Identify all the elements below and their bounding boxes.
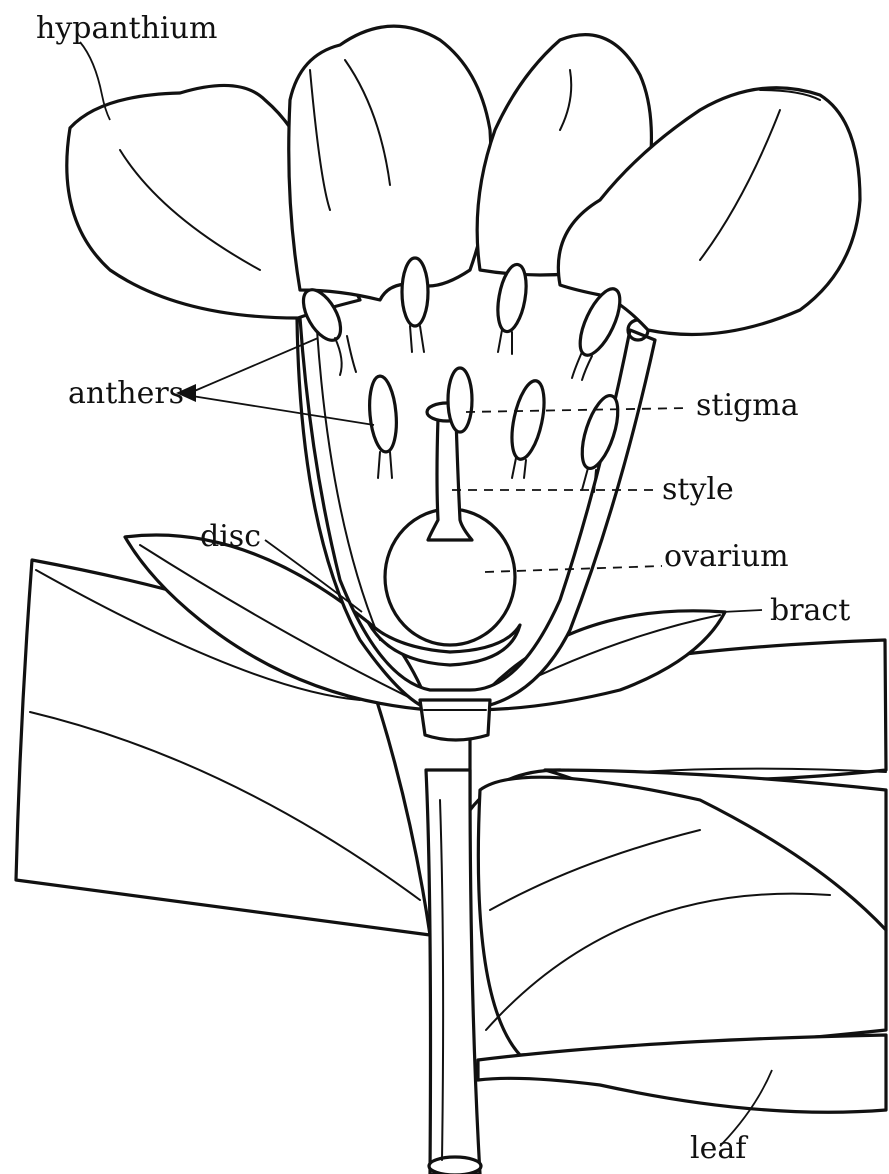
petal-center-left bbox=[289, 26, 491, 300]
label-ovarium: ovarium bbox=[664, 539, 789, 574]
anthers-leader-lower bbox=[192, 396, 374, 425]
bract-leader bbox=[722, 610, 762, 612]
anther bbox=[506, 378, 550, 478]
label-disc: disc bbox=[200, 519, 261, 554]
label-style: style bbox=[662, 472, 734, 507]
petals bbox=[67, 26, 860, 334]
label-anthers: anthers bbox=[68, 376, 184, 411]
stem bbox=[426, 770, 481, 1174]
stem-cut-end bbox=[429, 1157, 481, 1174]
anther bbox=[572, 283, 628, 380]
label-hypanthium: hypanthium bbox=[36, 11, 217, 46]
anther bbox=[493, 262, 530, 354]
anther bbox=[402, 258, 428, 352]
label-leaf: leaf bbox=[690, 1131, 748, 1166]
stigma-leader bbox=[466, 408, 688, 412]
anther bbox=[367, 375, 400, 478]
receptacle bbox=[420, 700, 490, 740]
pistil bbox=[385, 403, 515, 645]
label-bract: bract bbox=[770, 593, 850, 628]
label-stigma: stigma bbox=[696, 388, 799, 423]
